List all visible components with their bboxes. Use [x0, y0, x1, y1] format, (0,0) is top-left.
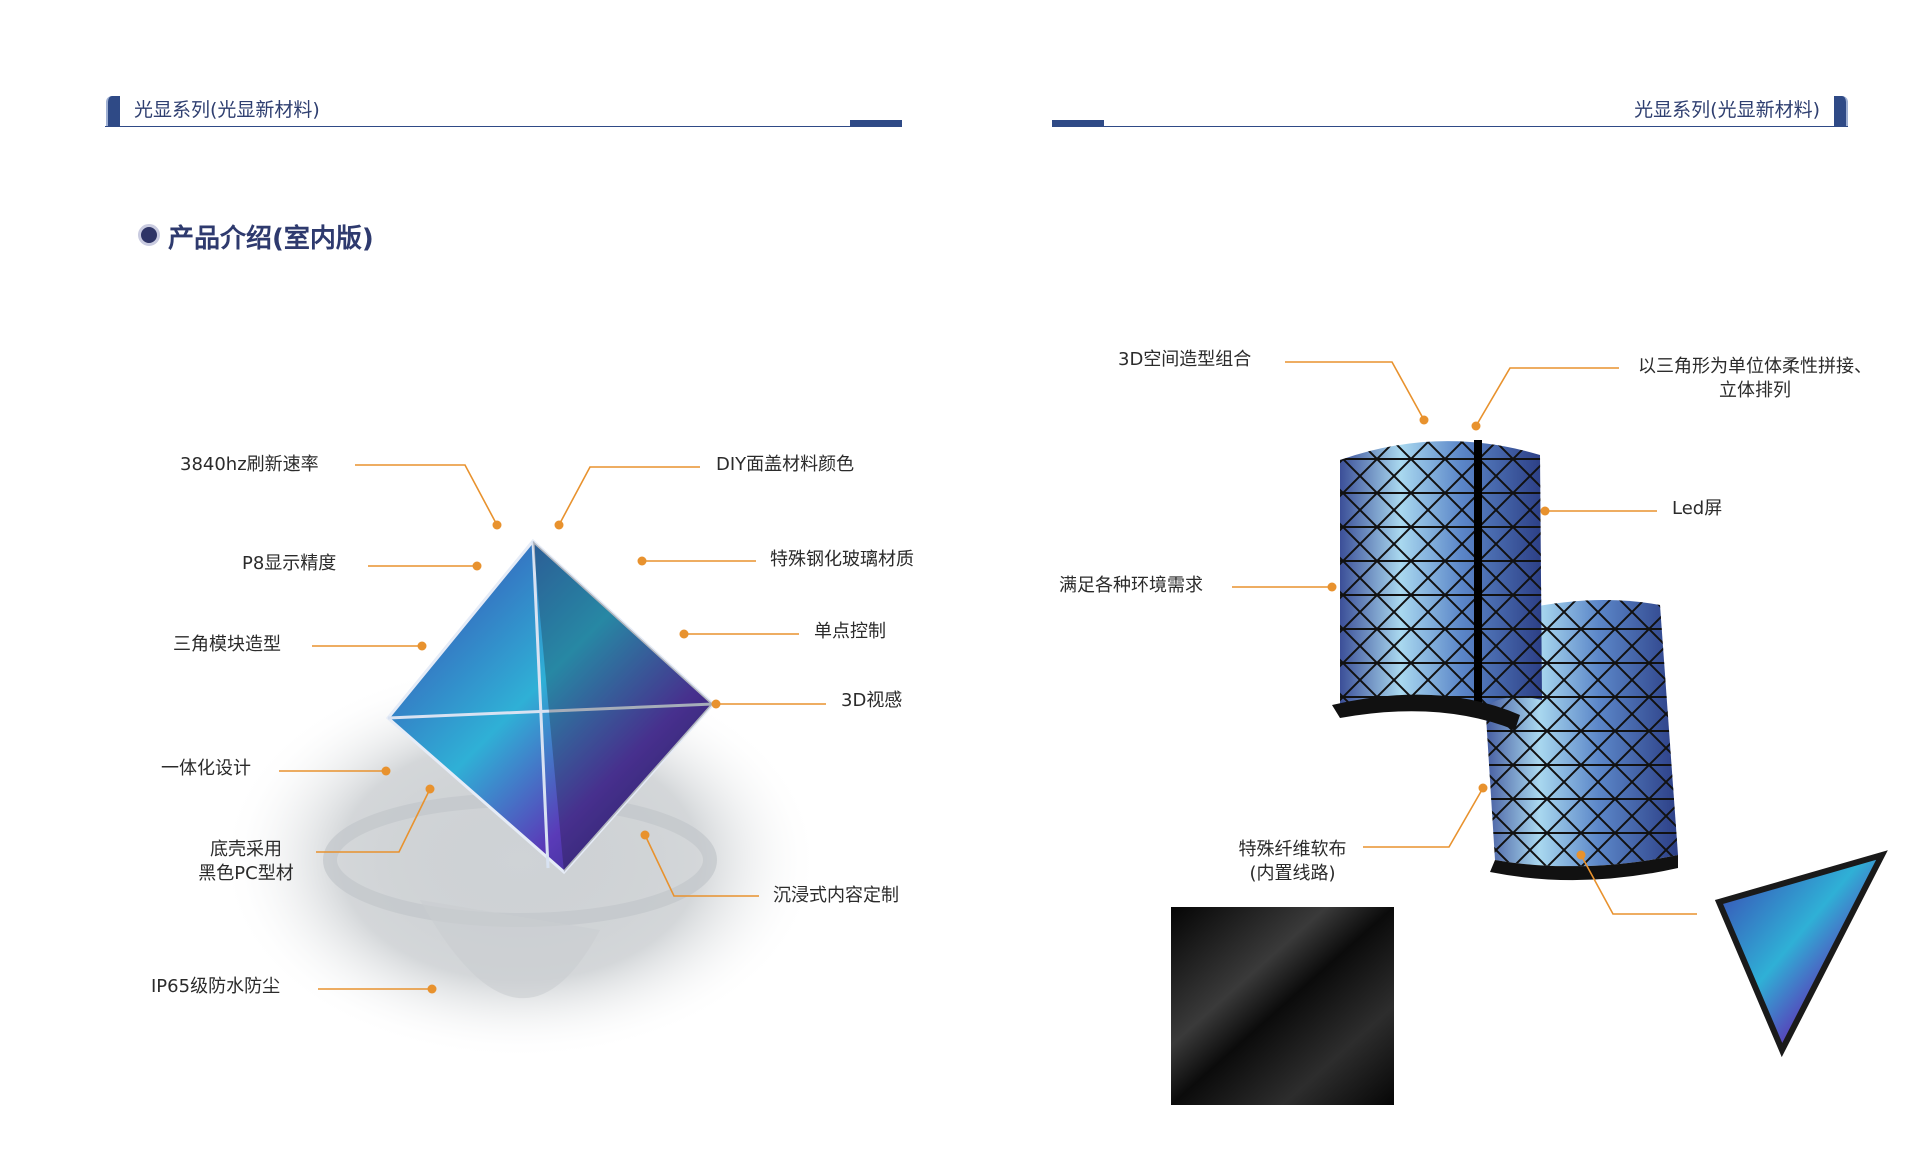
header-right-title: 光显系列(光显新材料) — [1634, 99, 1820, 121]
flexible-led-screen — [1332, 440, 1678, 881]
callout-dots — [381, 415, 1586, 994]
callout-refresh-rate: 3840hz刷新速率 — [180, 454, 319, 475]
callout-flexible-splicing-line2: 立体排列 — [1719, 380, 1791, 401]
callout-bottom-shell: 底壳采用 黑色PC型材 — [186, 838, 306, 886]
callout-fiber-fabric-line2: (内置线路) — [1249, 863, 1336, 884]
callout-triangle-module: 三角模块造型 — [173, 634, 281, 655]
section-title: 产品介绍(室内版) — [168, 224, 374, 254]
header-left-rule — [105, 126, 902, 127]
callout-3d-sense: 3D视感 — [841, 690, 903, 711]
callout-p8-precision: P8显示精度 — [242, 553, 337, 574]
callout-bottom-shell-line1: 底壳采用 — [210, 839, 282, 860]
callout-immersive-content: 沉浸式内容定制 — [773, 885, 899, 906]
callout-3d-space-combo: 3D空间造型组合 — [1118, 349, 1252, 370]
callout-environment: 满足各种环境需求 — [1059, 575, 1203, 596]
callout-single-point-control: 单点控制 — [814, 621, 886, 642]
header-left-title: 光显系列(光显新材料) — [134, 99, 320, 121]
triangle-module-pyramid — [385, 538, 716, 875]
header-right-bookmark-icon — [1834, 96, 1848, 126]
header-left-accent-block — [850, 120, 902, 127]
header-right-accent-block — [1052, 120, 1104, 127]
header-right-rule — [1052, 126, 1848, 127]
callout-bottom-shell-line2: 黑色PC型材 — [198, 863, 294, 884]
callout-flexible-splicing: 以三角形为单位体柔性拼接、 立体排列 — [1625, 355, 1885, 403]
callout-lines — [279, 361, 1697, 990]
fiber-fabric-photo — [1171, 907, 1394, 1105]
header-left-bookmark-icon — [106, 96, 120, 126]
callout-integrated-design: 一体化设计 — [161, 758, 251, 779]
callout-fiber-fabric: 特殊纤维软布 (内置线路) — [1225, 838, 1360, 886]
callout-tempered-glass: 特殊钢化玻璃材质 — [770, 549, 914, 570]
callout-ip65: IP65级防水防尘 — [151, 976, 281, 997]
callout-flexible-splicing-line1: 以三角形为单位体柔性拼接、 — [1638, 356, 1872, 377]
callout-led-screen: Led屏 — [1672, 498, 1723, 519]
water-splash — [220, 660, 820, 1060]
triangle-panel — [1714, 850, 1888, 1058]
section-bullet-icon — [138, 224, 160, 246]
callout-fiber-fabric-line1: 特殊纤维软布 — [1238, 839, 1347, 860]
callout-diy-cover: DIY面盖材料颜色 — [716, 454, 855, 475]
